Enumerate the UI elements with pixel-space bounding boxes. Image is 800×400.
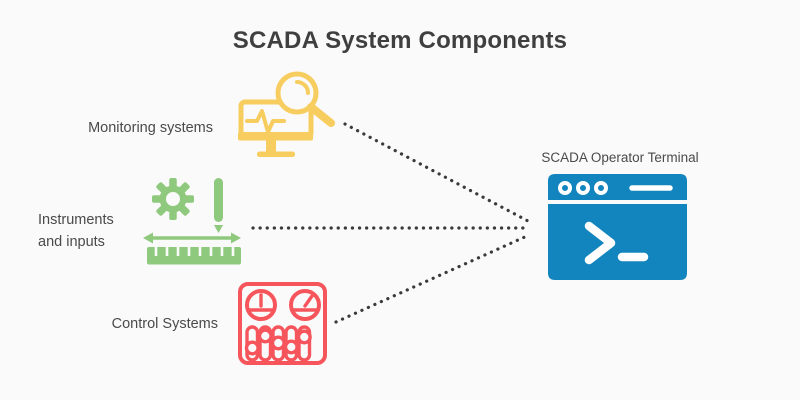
magnifier-icon — [275, 71, 335, 127]
page-title: SCADA System Components — [233, 27, 567, 54]
control-panel-gauges-sliders-icon — [238, 282, 327, 365]
monitoring-systems-label: Monitoring systems — [88, 120, 213, 136]
slider-3 — [270, 325, 286, 362]
control-panel-frame — [238, 282, 327, 365]
monitor-with-magnifier-icon — [238, 71, 335, 157]
terminal-label: SCADA Operator Terminal — [541, 150, 698, 165]
instruments-label-line1: Instruments — [38, 212, 114, 228]
slider-1 — [244, 325, 260, 362]
slider-2 — [257, 325, 273, 362]
slider-5 — [296, 325, 312, 362]
terminal-window-icon — [548, 174, 687, 280]
terminal-prompt-chevron-icon — [584, 221, 616, 265]
gauge-right-icon — [289, 289, 321, 321]
gauge-left-icon — [245, 289, 277, 321]
connectors — [251, 122, 530, 324]
connector-control-to-terminal — [334, 234, 529, 324]
pencil-icon — [214, 178, 223, 233]
double-arrow-icon — [143, 232, 241, 244]
control-systems-label: Control Systems — [112, 316, 218, 332]
connector-monitoring-to-terminal — [343, 122, 530, 223]
terminal-body — [548, 204, 687, 280]
gear-icon — [152, 178, 194, 220]
monitor-icon — [238, 99, 314, 157]
gear-pencil-ruler-icon — [143, 178, 241, 265]
pulse-line — [245, 109, 286, 134]
sliders-icons — [244, 325, 312, 362]
ruler-icon — [147, 247, 241, 265]
slider-4 — [283, 325, 299, 362]
terminal-header-dots — [558, 181, 608, 195]
instruments-label-line2: and inputs — [38, 234, 105, 250]
